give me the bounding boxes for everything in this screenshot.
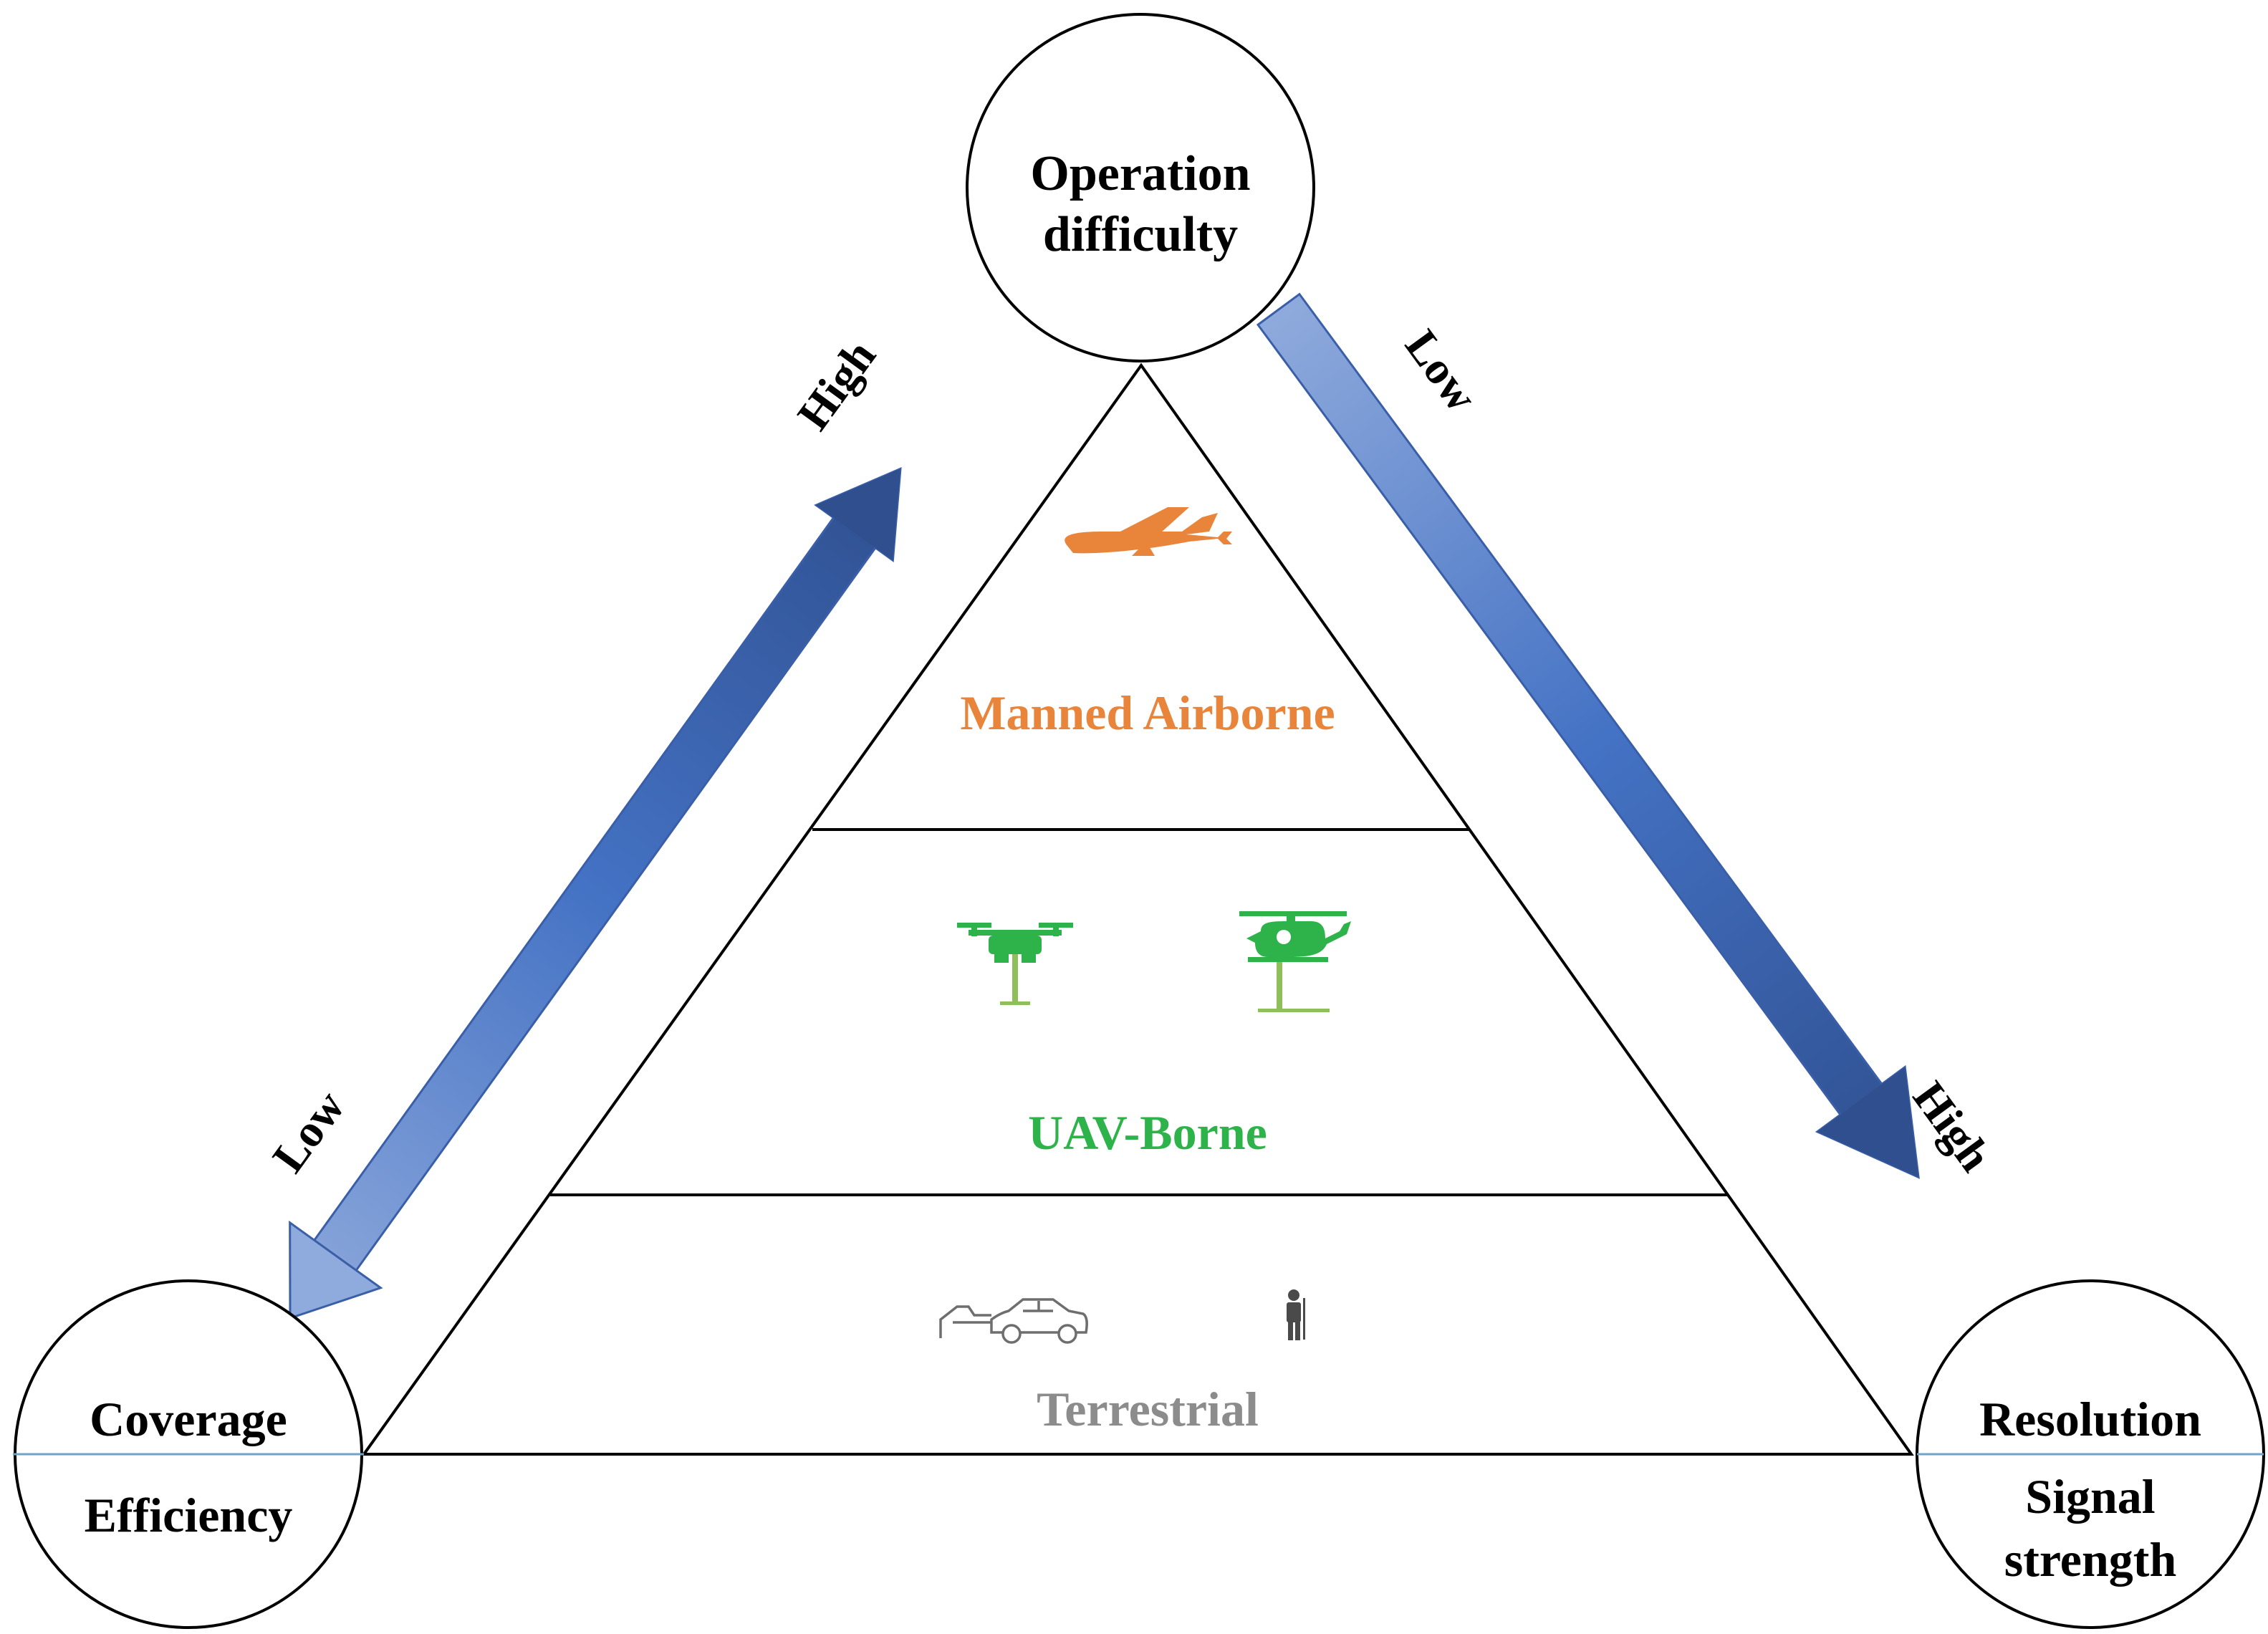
car-scanner-icon <box>939 1298 1088 1344</box>
node-left-lower: Efficiency <box>85 1488 293 1542</box>
node-top-line2: difficulty <box>1043 207 1238 262</box>
node-top-line1: Operation <box>1030 146 1250 201</box>
left-arrow <box>289 466 902 1320</box>
pyramid <box>361 362 1914 1456</box>
right-arrow-high-label: High <box>1903 1072 2002 1181</box>
airplane-icon <box>1065 507 1232 556</box>
left-arrow-low-label: Low <box>262 1082 355 1182</box>
tier-label-manned-airborne: Manned Airborne <box>960 686 1335 740</box>
node-right-lower-line2: strength <box>2004 1532 2177 1587</box>
node-resolution-signal: Resolution Signal strength <box>1916 1279 2265 1629</box>
node-left-upper: Coverage <box>90 1392 287 1446</box>
tier-uav-borne: UAV-Borne <box>957 911 1351 1160</box>
person-icon <box>1287 1289 1305 1340</box>
helicopter-icon <box>1239 911 1351 1012</box>
right-arrow-low-label: Low <box>1395 321 1488 421</box>
tier-manned-airborne: Manned Airborne <box>960 507 1335 740</box>
node-operation-difficulty: Operation difficulty <box>966 13 1315 362</box>
tier-label-uav-borne: UAV-Borne <box>1028 1105 1267 1160</box>
tier-label-terrestrial: Terrestrial <box>1037 1382 1259 1436</box>
drone-icon <box>957 923 1073 1005</box>
left-arrow-high-label: High <box>787 331 885 439</box>
node-right-lower-line1: Signal <box>2025 1469 2155 1524</box>
right-arrow <box>1256 292 1920 1179</box>
node-right-upper: Resolution <box>1979 1392 2201 1446</box>
tier-terrestrial: Terrestrial <box>939 1289 1305 1436</box>
pyramid-outline <box>361 362 1914 1456</box>
node-coverage-efficiency: Coverage Efficiency <box>13 1279 364 1629</box>
